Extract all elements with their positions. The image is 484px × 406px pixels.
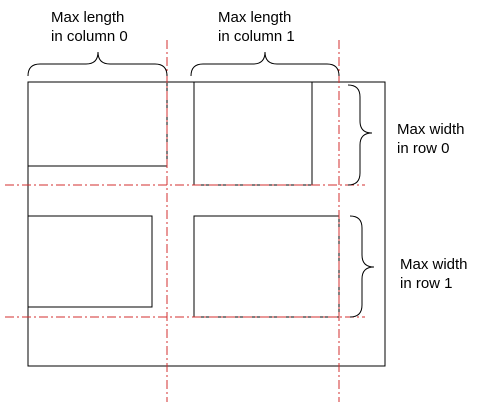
column-1-label: Max length in column 1 <box>218 9 296 45</box>
column-1-label-line2: in column 1 <box>218 28 295 45</box>
cell-r0-c1 <box>193 81 313 186</box>
row-1-brace <box>349 215 375 318</box>
row-1-label-line1: Max width <box>400 256 468 273</box>
column-0-label-line2: in column 0 <box>51 28 128 45</box>
outer-container <box>27 81 386 367</box>
row-0-label: Max width in row 0 <box>397 121 469 157</box>
cell-r1-c1 <box>193 215 340 318</box>
row-0-brace <box>347 84 373 186</box>
cell-r1-c0 <box>27 215 153 308</box>
column-1-label-line1: Max length <box>218 9 291 26</box>
row-1-label: Max width in row 1 <box>400 256 472 292</box>
column-0-brace <box>27 51 168 77</box>
cell-r0-c0 <box>27 81 168 167</box>
column-0-label: Max length in column 0 <box>51 9 129 45</box>
row-0-label-line1: Max width <box>397 121 465 138</box>
column-0-label-line1: Max length <box>51 9 124 26</box>
row-0-label-line2: in row 0 <box>397 140 450 157</box>
column-1-brace <box>190 51 340 77</box>
row-1-label-line2: in row 1 <box>400 275 453 292</box>
